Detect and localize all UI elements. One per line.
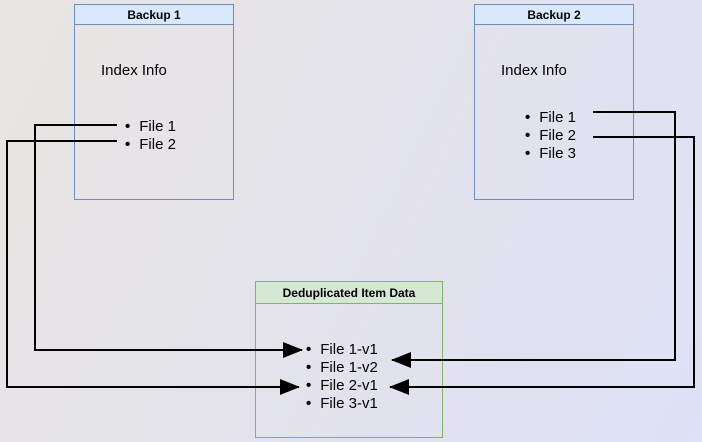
- list-item: File 1: [125, 118, 176, 136]
- list-item: File 1-v2: [306, 359, 378, 377]
- list-item: File 2: [525, 127, 576, 145]
- backup1-box: Backup 1 Index Info File 1File 2: [74, 4, 234, 200]
- backup1-title: Backup 1: [75, 5, 233, 25]
- backup1-file-list: File 1File 2: [125, 118, 176, 154]
- dedup-box: Deduplicated Item Data File 1-v1File 1-v…: [255, 281, 443, 438]
- list-item: File 2: [125, 136, 176, 154]
- backup2-title: Backup 2: [475, 5, 633, 25]
- backup2-file-list: File 1File 2File 3: [525, 109, 576, 163]
- dedup-file-list: File 1-v1File 1-v2File 2-v1File 3-v1: [306, 341, 378, 413]
- backup2-index-info-label: Index Info: [501, 62, 567, 79]
- backup1-index-info-label: Index Info: [101, 62, 167, 79]
- list-item: File 2-v1: [306, 377, 378, 395]
- backup2-box: Backup 2 Index Info File 1File 2File 3: [474, 4, 634, 200]
- list-item: File 3: [525, 145, 576, 163]
- list-item: File 1-v1: [306, 341, 378, 359]
- dedup-title: Deduplicated Item Data: [256, 282, 442, 304]
- list-item: File 1: [525, 109, 576, 127]
- list-item: File 3-v1: [306, 395, 378, 413]
